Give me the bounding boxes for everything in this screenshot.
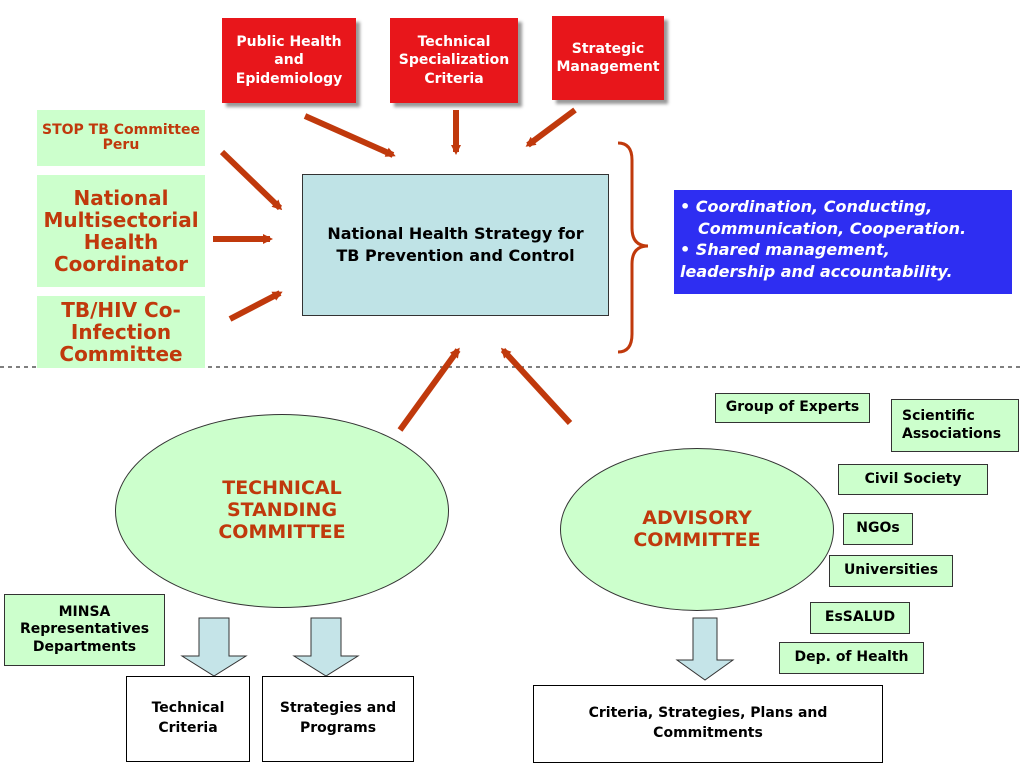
technical-committee-label: TECHNICAL STANDING COMMITTEE: [218, 477, 346, 543]
member-dep-of-health: Dep. of Health: [779, 642, 924, 674]
minsa-box: MINSA Representatives Departments: [4, 594, 165, 666]
center-strategy-box: National Health Strategy for TB Preventi…: [302, 174, 609, 316]
member-ngos: NGOs: [843, 513, 913, 545]
box-stop-tb: STOP TB Committee Peru: [37, 110, 205, 166]
principles-line-1: • Coordination, Conducting,: [680, 197, 933, 216]
box-strategic-management: Strategic Management: [552, 16, 664, 100]
box-public-health: Public Health and Epidemiology: [222, 18, 356, 103]
box-technical-specialization: Technical Specialization Criteria: [390, 18, 518, 103]
down-arrow-technical-criteria: [180, 617, 248, 677]
principles-line-2: Communication, Cooperation.: [698, 218, 967, 238]
center-strategy-text: National Health Strategy for TB Preventi…: [327, 224, 584, 265]
technical-criteria-box: Technical Criteria: [126, 676, 250, 762]
member-universities: Universities: [829, 555, 953, 587]
arrow-strategic-mgmt: [525, 107, 577, 148]
arrow-public-health: [303, 113, 396, 158]
arrow-tbhiv: [228, 290, 283, 322]
down-arrow-criteria-plans: [675, 617, 735, 681]
advisory-committee-label: ADVISORY COMMITTEE: [633, 506, 761, 551]
down-arrow-strategies: [292, 617, 360, 677]
box-national-coordinator: National Multisectorial Health Coordinat…: [37, 175, 205, 287]
member-scientific-associations: Scientific Associations: [891, 399, 1019, 452]
member-essalud: EsSALUD: [810, 602, 910, 634]
box-tbhiv: TB/HIV Co-Infection Committee: [37, 296, 205, 368]
strategies-programs-box: Strategies and Programs: [262, 676, 414, 762]
principles-line-3: • Shared management,: [680, 240, 890, 260]
principles-line-4: leadership and accountability.: [680, 261, 953, 281]
arrow-technical-committee: [397, 347, 461, 432]
arrow-advisory-committee: [500, 347, 573, 426]
criteria-plans-box: Criteria, Strategies, Plans and Commitme…: [533, 685, 883, 763]
advisory-committee-ellipse: ADVISORY COMMITTEE: [560, 448, 834, 611]
arrow-stop-tb: [219, 149, 283, 211]
curly-bracket: [617, 141, 649, 354]
member-group-of-experts: Group of Experts: [715, 393, 870, 423]
principles-box: • Coordination, Conducting, Communicatio…: [674, 190, 1012, 294]
technical-committee-ellipse: TECHNICAL STANDING COMMITTEE: [115, 414, 449, 608]
member-civil-society: Civil Society: [838, 464, 988, 495]
